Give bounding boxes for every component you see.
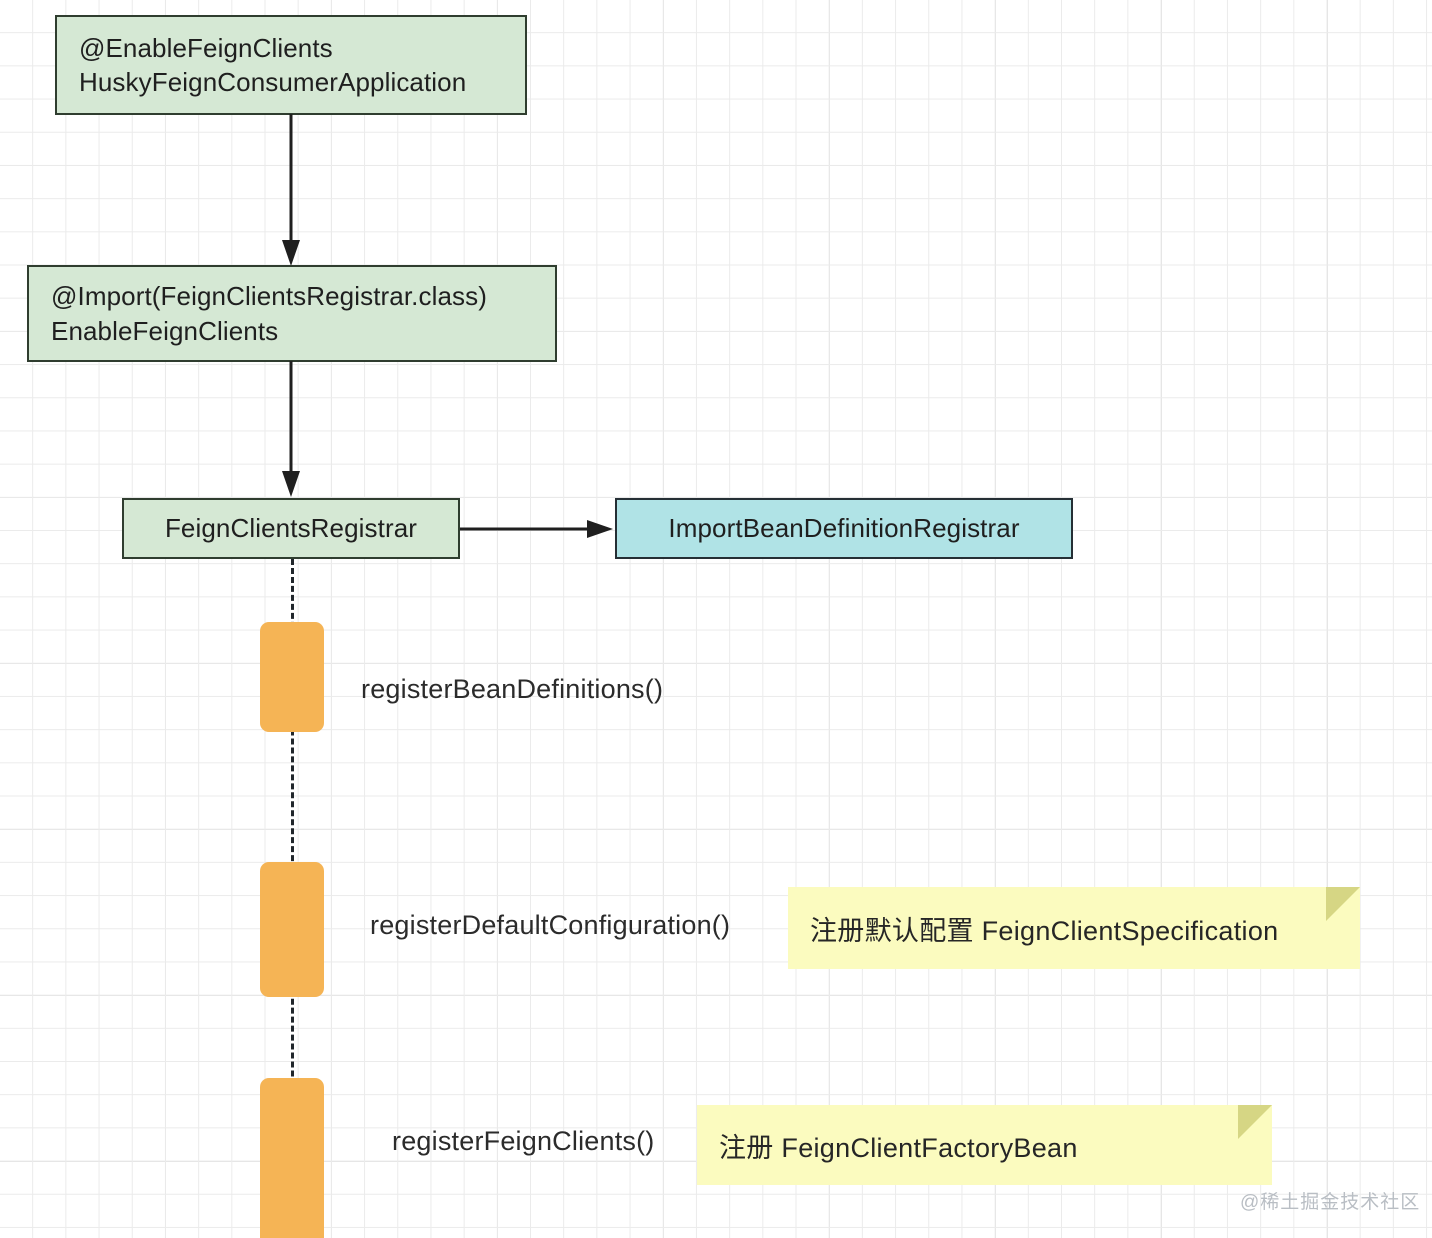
note-register-feign-clients[interactable]: 注册 FeignClientFactoryBean bbox=[697, 1105, 1272, 1185]
node-import-annotation-line2: EnableFeignClients bbox=[51, 315, 279, 346]
activation-bar-register-feign-clients[interactable] bbox=[260, 1078, 324, 1238]
note-register-default-configuration[interactable]: 注册默认配置 FeignClientSpecification bbox=[788, 887, 1360, 969]
node-feign-clients-registrar[interactable]: FeignClientsRegistrar bbox=[122, 498, 460, 559]
connector-import-to-registrar bbox=[277, 361, 307, 501]
activation-bar-register-default-configuration[interactable] bbox=[260, 862, 324, 997]
node-import-bean-definition-registrar[interactable]: ImportBeanDefinitionRegistrar bbox=[615, 498, 1073, 559]
node-enable-feign-clients[interactable]: @EnableFeignClients HuskyFeignConsumerAp… bbox=[55, 15, 527, 115]
note-fold-icon bbox=[1326, 887, 1360, 921]
watermark: @稀土掘金技术社区 bbox=[1240, 1192, 1421, 1213]
node-import-bean-definition-registrar-label: ImportBeanDefinitionRegistrar bbox=[668, 513, 1020, 544]
note-fold-icon bbox=[1238, 1105, 1272, 1139]
note-register-default-configuration-text: 注册默认配置 FeignClientSpecification bbox=[810, 915, 1279, 946]
activation-bar-register-bean-definitions[interactable] bbox=[260, 622, 324, 732]
node-feign-clients-registrar-label: FeignClientsRegistrar bbox=[164, 513, 418, 544]
note-register-feign-clients-text: 注册 FeignClientFactoryBean bbox=[719, 1132, 1078, 1163]
connector-entry-to-import bbox=[277, 114, 307, 269]
call-label-register-feign-clients: registerFeignClients() bbox=[392, 1126, 655, 1156]
node-import-annotation[interactable]: @Import(FeignClientsRegistrar.class) Ena… bbox=[27, 265, 557, 362]
node-enable-feign-clients-line1: @EnableFeignClients bbox=[79, 32, 333, 63]
node-import-annotation-line1: @Import(FeignClientsRegistrar.class) bbox=[51, 281, 488, 312]
node-enable-feign-clients-line2: HuskyFeignConsumerApplication bbox=[79, 67, 467, 97]
connector-registrar-to-interface bbox=[460, 512, 620, 546]
call-label-register-default-configuration: registerDefaultConfiguration() bbox=[370, 910, 731, 940]
call-label-register-bean-definitions: registerBeanDefinitions() bbox=[361, 674, 664, 704]
